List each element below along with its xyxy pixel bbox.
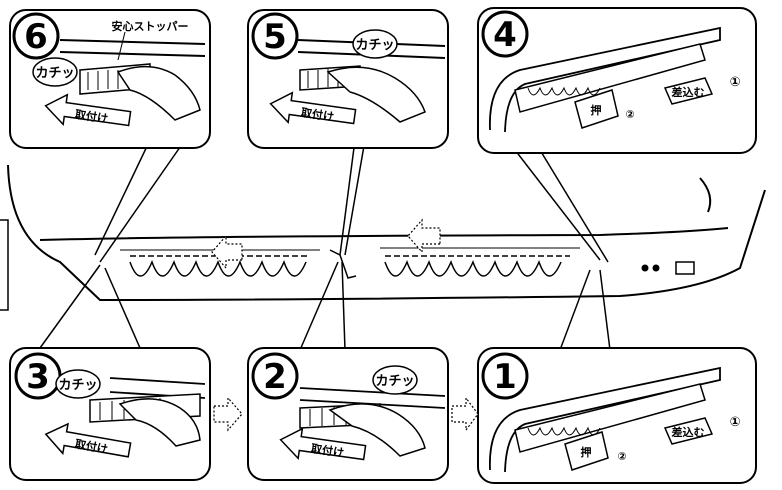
insert-label-1: 差込む — [672, 425, 705, 439]
side-bracket — [0, 220, 8, 310]
click-label-6: カチッ — [35, 66, 74, 81]
step-2-number: 2 — [263, 357, 287, 397]
num1-label-4: ① — [729, 75, 740, 90]
click-label-3: カチッ — [58, 378, 97, 393]
step-4-number: 4 — [493, 15, 517, 55]
num1-label-1: ① — [729, 415, 740, 430]
stopper-label: 安心ストッパー — [112, 19, 189, 33]
air-conditioner-unit — [8, 165, 765, 300]
step-3-number: 3 — [26, 357, 50, 397]
callout-lines — [40, 140, 610, 350]
click-label-5: カチッ — [355, 38, 394, 53]
step-6-number: 6 — [24, 17, 48, 57]
insert-label-4: 差込む — [672, 85, 705, 99]
step-1-number: 1 — [493, 357, 517, 397]
push-label-1: 押 — [581, 445, 592, 459]
filter-right — [385, 256, 570, 276]
num2-label-1: ② — [617, 450, 626, 463]
push-label-4: 押 — [591, 103, 602, 117]
num2-label-4: ② — [625, 108, 634, 121]
step-5-number: 5 — [263, 17, 287, 57]
click-label-2: カチッ — [375, 374, 414, 389]
